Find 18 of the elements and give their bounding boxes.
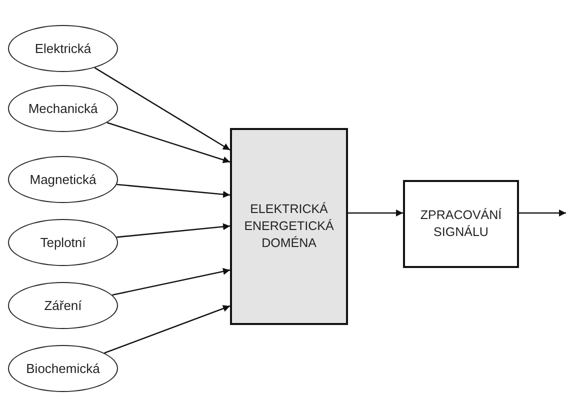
arrow [348,210,403,216]
arrow [104,305,230,354]
arrow [112,268,230,296]
node-label: Biochemická [26,361,100,376]
process-box [230,128,348,325]
process-box [403,180,519,268]
node-label: ZPRACOVÁNÍ SIGNÁLU [419,207,503,241]
arrow [116,184,230,198]
node-label: Magnetická [30,172,96,187]
arrow [94,67,230,151]
node-label: Záření [44,298,82,313]
node-label: Teplotní [40,235,86,250]
arrow [519,210,566,216]
arrow [116,223,230,238]
arrow [106,122,230,164]
node-label: ELEKTRICKÁ ENERGETICKÁ DOMÉNA [243,201,335,252]
node-label: Elektrická [34,41,92,56]
node-label: Mechanická [28,101,98,116]
